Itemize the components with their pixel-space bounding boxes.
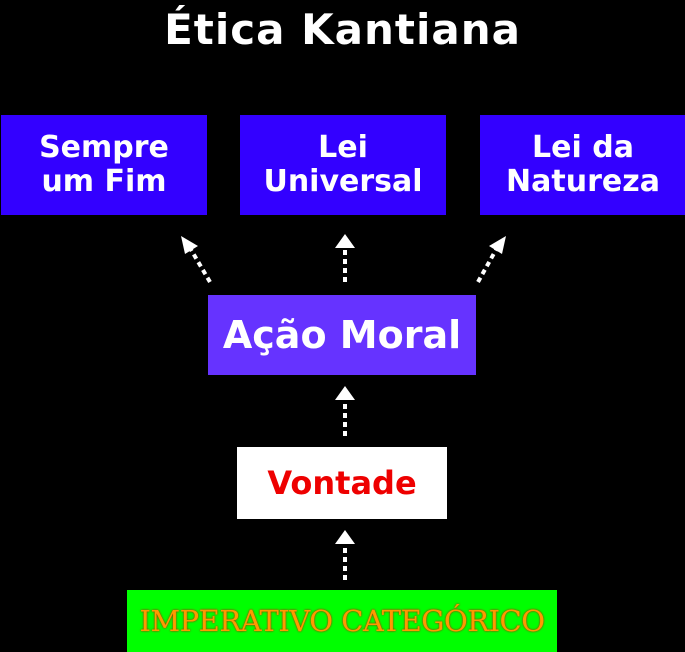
- node-lei-da-natureza-line2: Natureza: [506, 164, 660, 199]
- dashed-up-arrow-icon: [335, 386, 355, 436]
- node-sempre-um-fim-line1: Sempre: [39, 130, 169, 165]
- node-vontade: Vontade: [237, 447, 447, 519]
- dashed-up-arrow-icon: [335, 234, 355, 282]
- node-sempre-um-fim: Sempre um Fim: [1, 115, 207, 215]
- node-sempre-um-fim-line2: um Fim: [41, 164, 167, 199]
- node-lei-universal-line1: Lei: [318, 130, 368, 165]
- node-lei-da-natureza-line1: Lei da: [532, 130, 634, 165]
- node-acao-moral: Ação Moral: [208, 295, 476, 375]
- diagram-title: Ética Kantiana: [164, 5, 521, 54]
- dashed-up-arrow-icon: [181, 236, 212, 284]
- node-lei-universal-line2: Universal: [263, 164, 423, 199]
- dashed-up-arrow-icon: [476, 236, 506, 283]
- dashed-up-arrow-icon: [335, 530, 355, 580]
- node-lei-da-natureza: Lei da Natureza: [480, 115, 685, 215]
- node-lei-universal: Lei Universal: [240, 115, 446, 215]
- node-imperativo-categorico: IMPERATIVO CATEGÓRICO: [127, 590, 557, 652]
